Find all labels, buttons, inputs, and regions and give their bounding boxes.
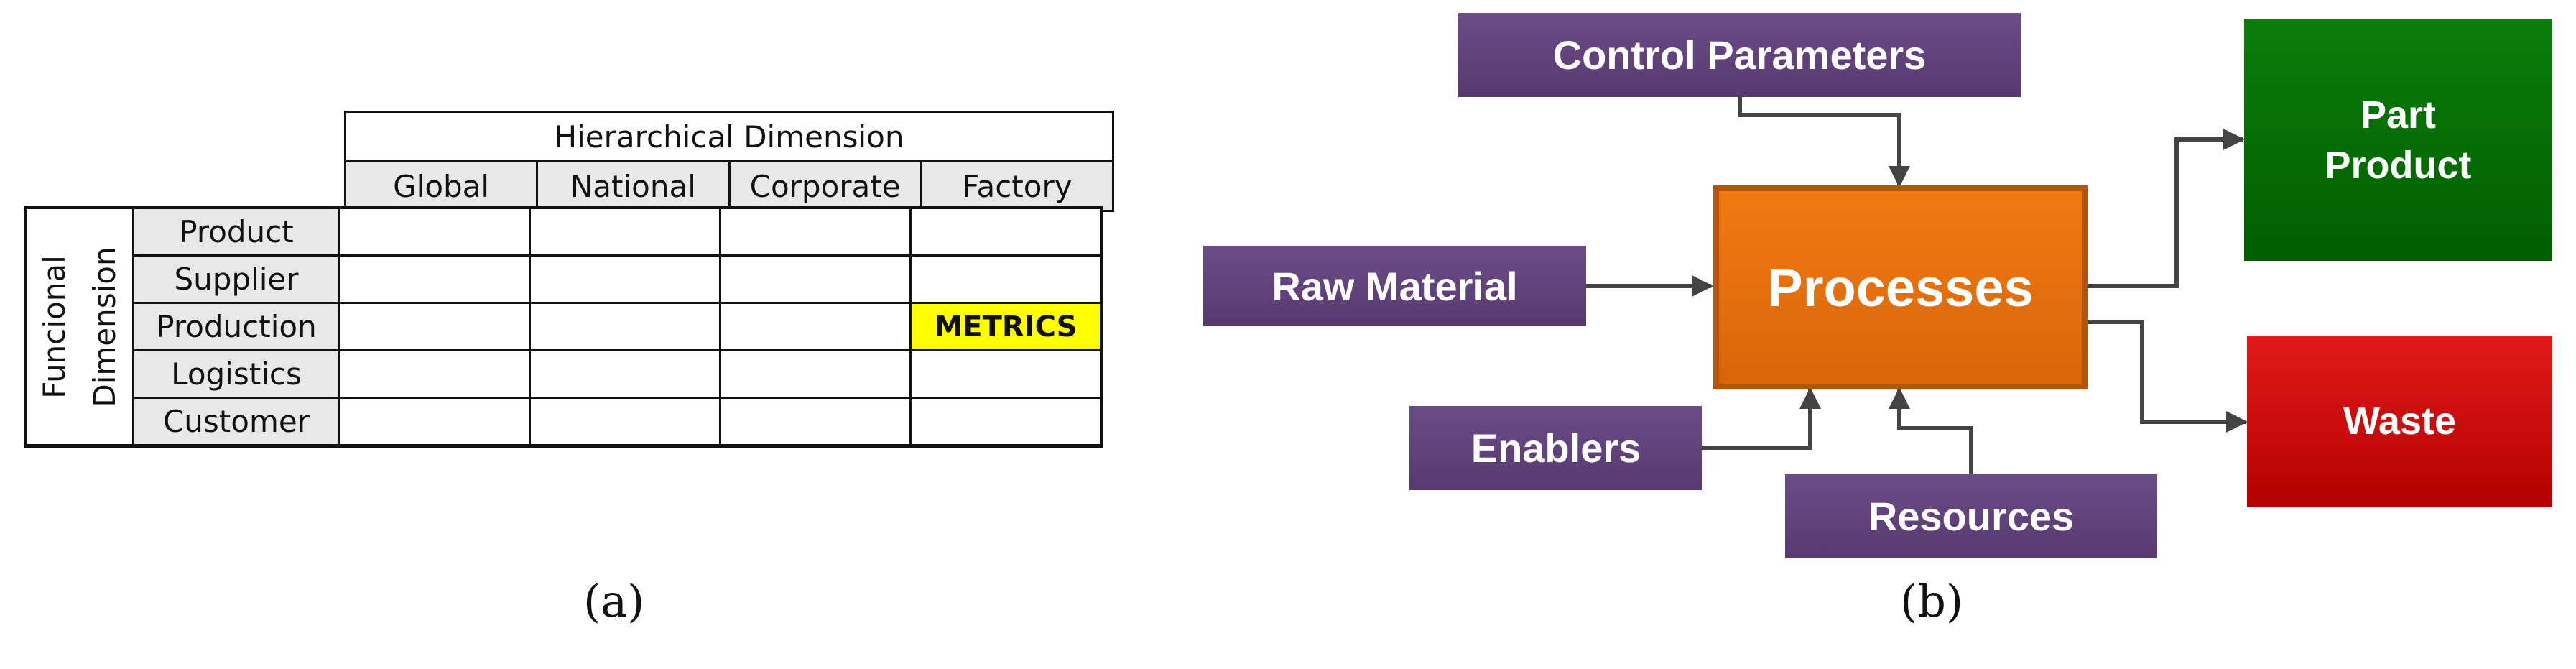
- table-row: Supplier: [26, 254, 1103, 304]
- waste-box: Waste: [2247, 336, 2552, 507]
- arrow-process-to-product: [2088, 129, 2245, 288]
- matrix-cell: [719, 349, 912, 399]
- matrix-cell: [529, 302, 721, 351]
- arrow-resources-to-process: [1889, 387, 1973, 474]
- row-label-production: Production: [132, 302, 340, 351]
- matrix-cell: [529, 254, 721, 304]
- matrix-cell: [338, 206, 531, 257]
- column-header-corporate: Corporate: [728, 160, 922, 212]
- matrix-cell: [338, 302, 531, 351]
- part-product-line2: Product: [2325, 144, 2472, 187]
- hierarchical-dimension-header: Hierarchical Dimension: [344, 111, 1114, 162]
- row-label-customer: Customer: [132, 397, 340, 447]
- raw-material-box: Raw Material: [1203, 246, 1586, 326]
- table-row: Customer: [26, 397, 1103, 447]
- matrix-cell: [909, 254, 1103, 304]
- arrow-process-to-waste: [2088, 320, 2248, 433]
- part-product-box: Part Product: [2244, 19, 2552, 261]
- column-header-factory: Factory: [919, 160, 1115, 212]
- part-product-line1: Part: [2360, 93, 2437, 137]
- matrix-cell: [719, 397, 912, 447]
- processes-box: Processes: [1713, 185, 2088, 389]
- row-label-logistics: Logistics: [132, 349, 340, 399]
- matrix-cell: [529, 349, 721, 399]
- table-row: Funcional Dimension Product: [24, 206, 1103, 447]
- matrix-cell: [529, 397, 721, 447]
- matrix-cell: [338, 397, 531, 447]
- column-header-global: Global: [343, 160, 539, 212]
- matrix-cell: [338, 254, 531, 304]
- matrix-cell: [529, 206, 721, 257]
- row-label-supplier: Supplier: [132, 254, 340, 304]
- matrix-cell: [719, 302, 912, 351]
- matrix-cell: [338, 349, 531, 399]
- caption-b: (b): [1900, 575, 1964, 627]
- metrics-cell: METRICS: [909, 302, 1103, 351]
- resources-box: Resources: [1785, 474, 2157, 558]
- matrix-cell: [909, 206, 1103, 257]
- table-row: Production METRICS: [26, 302, 1103, 351]
- matrix-cell: [719, 254, 912, 304]
- matrix-body: Funcional Dimension Product Supplier Pro…: [24, 206, 1103, 448]
- control-parameters-box: Control Parameters: [1458, 13, 2021, 97]
- dimension-matrix: Hierarchical Dimension Global National C…: [0, 0, 1149, 546]
- arrow-control-to-process: [1738, 97, 1910, 188]
- enablers-box: Enablers: [1409, 406, 1702, 490]
- table-row: Logistics: [26, 349, 1103, 399]
- arrow-enablers-to-process: [1702, 387, 1821, 450]
- matrix-cell: [909, 397, 1103, 447]
- caption-a: (a): [583, 575, 645, 627]
- functional-dimension-label: Funcional Dimension: [24, 206, 134, 447]
- matrix-cell: [909, 349, 1103, 399]
- row-label-product: Product: [132, 206, 340, 257]
- matrix-header: Hierarchical Dimension Global National C…: [343, 111, 1115, 212]
- matrix-cell: [719, 206, 912, 257]
